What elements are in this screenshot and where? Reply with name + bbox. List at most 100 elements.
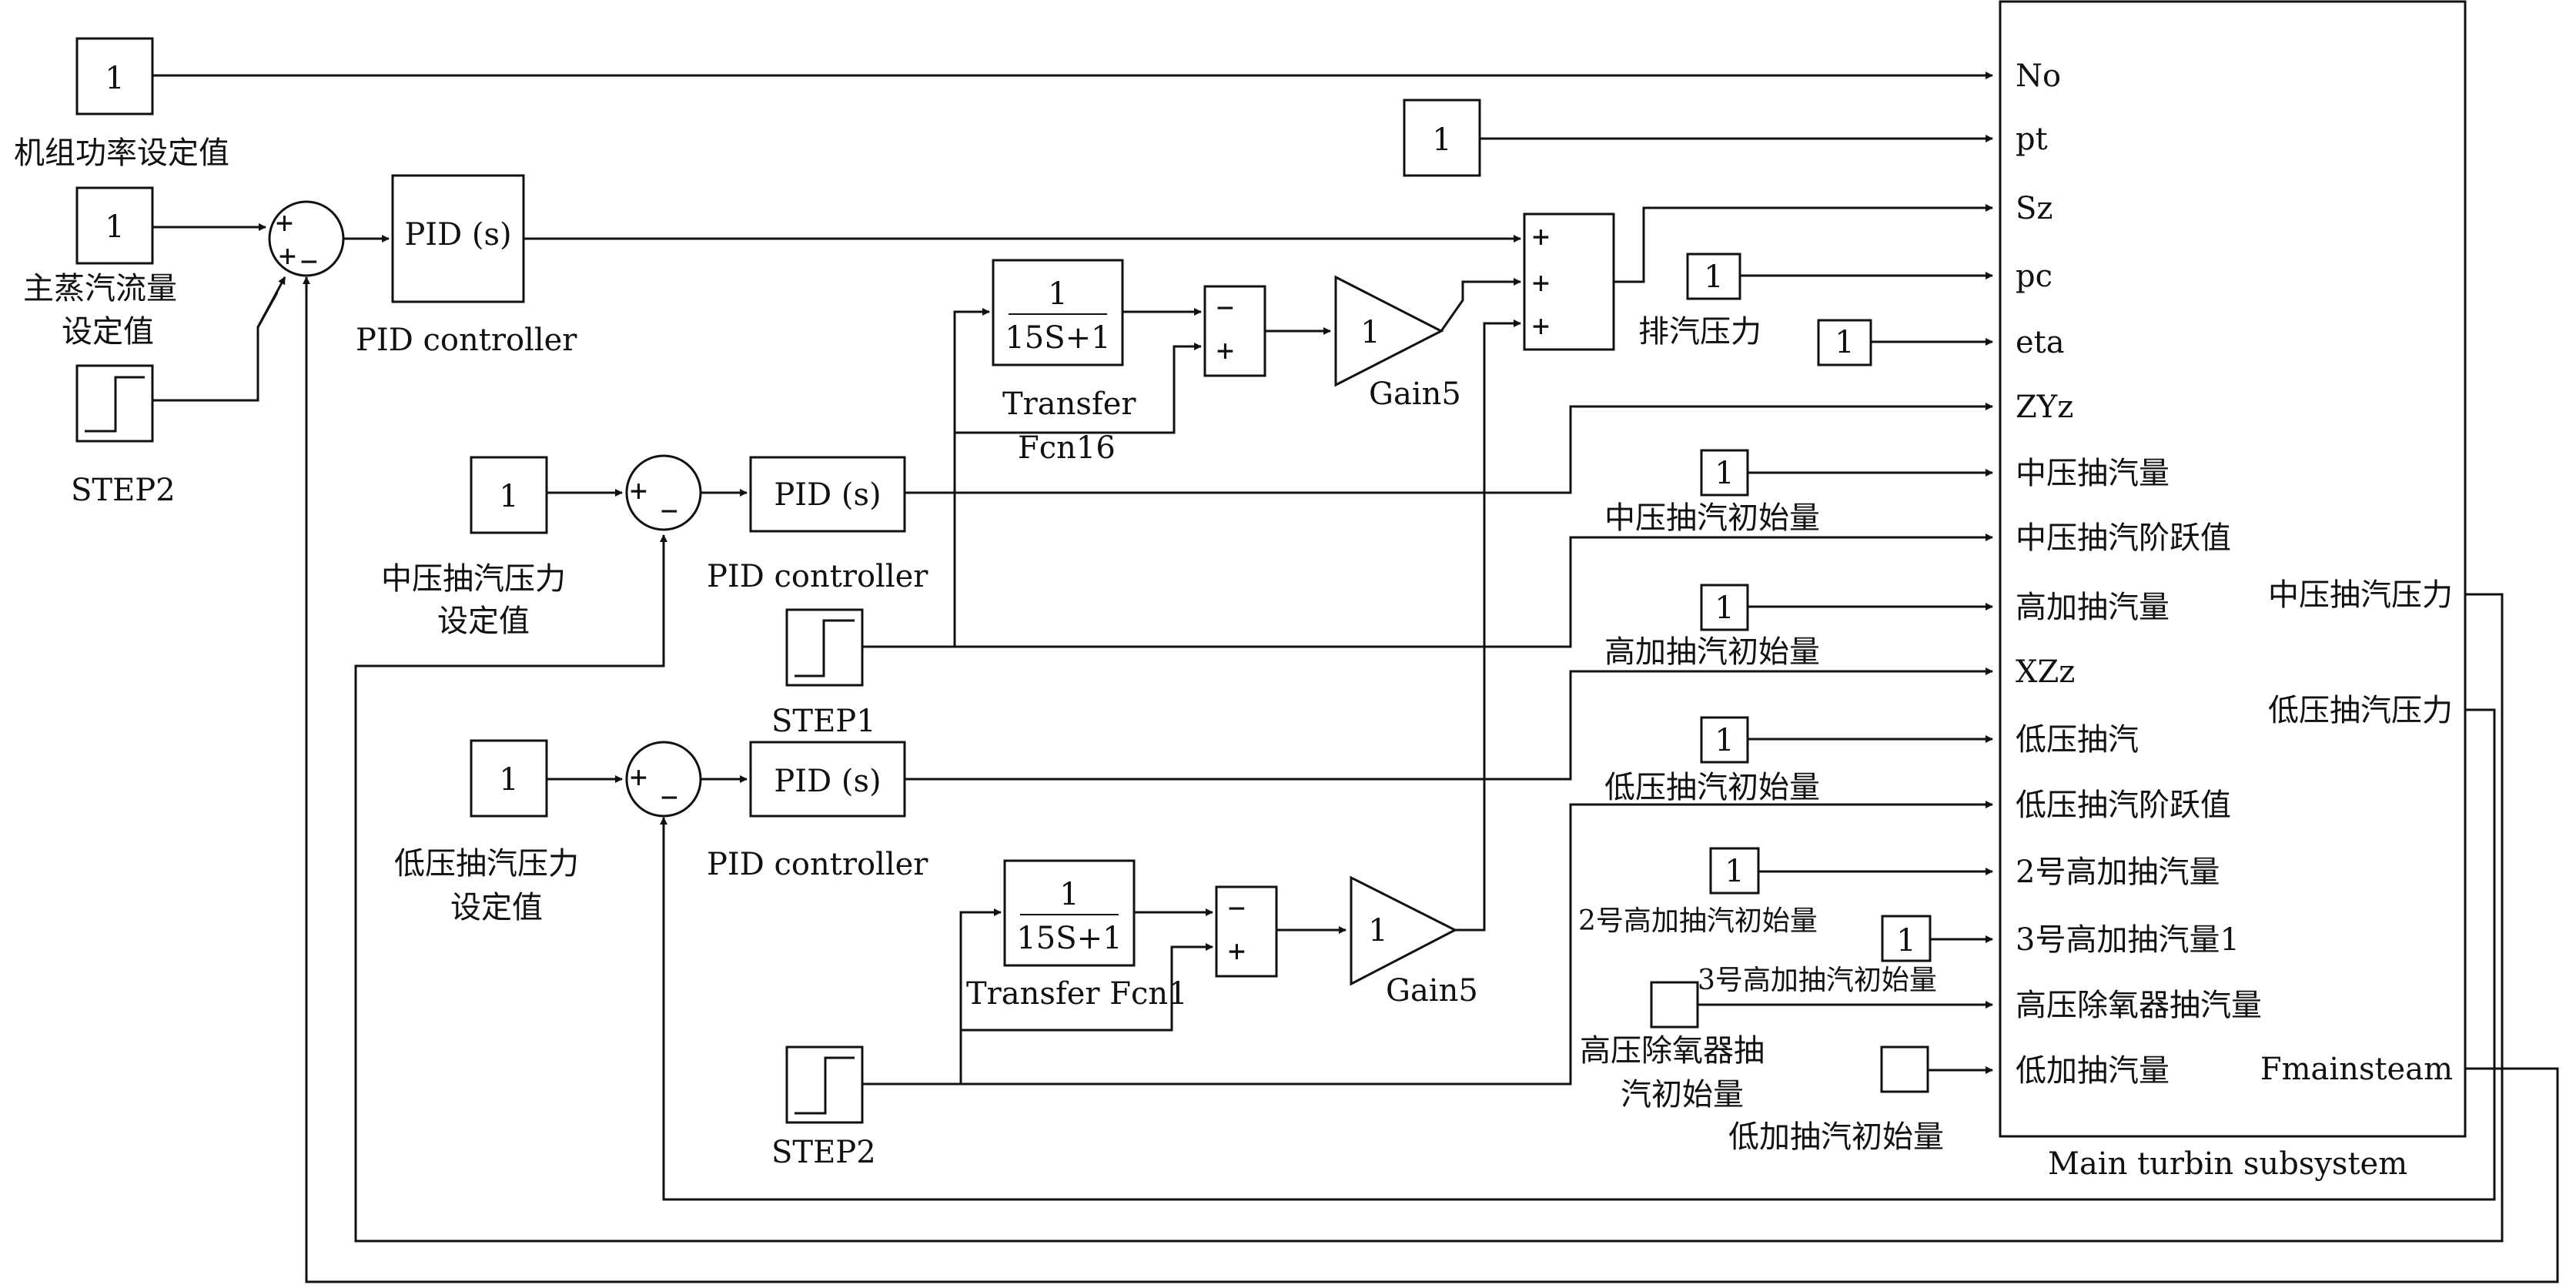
transfer-fcn16[interactable]: 1 15S+1 — [992, 259, 1124, 366]
lp-heater-extraction-initial-label: 低加抽汽初始量 — [1728, 1119, 1944, 1155]
svg-text:+: + — [1228, 934, 1246, 968]
svg-text:1: 1 — [1896, 923, 1915, 958]
svg-text:15S+1: 15S+1 — [1005, 320, 1110, 356]
pid-controller-top[interactable]: PID (s) — [391, 174, 525, 303]
step2-top-block[interactable] — [75, 364, 154, 443]
constant-no2-hp-heater-extraction[interactable]: 1 — [1709, 847, 1760, 895]
svg-text:−: − — [300, 244, 318, 278]
subsystem-output-port-1: 低压抽汽压力 — [2268, 693, 2453, 728]
pid-controller-top-label: PID controller — [356, 323, 577, 358]
subsystem-output-port-0: 中压抽汽压力 — [2268, 577, 2453, 613]
constant-no[interactable]: 1 — [75, 37, 154, 115]
hp-deaerator-extraction-initial-label-line2: 汽初始量 — [1621, 1077, 1744, 1112]
svg-text:15S+1: 15S+1 — [1016, 921, 1122, 956]
ip-extraction-initial-label: 中压抽汽初始量 — [1604, 500, 1820, 536]
constant-hp-deaerator-extraction[interactable] — [1650, 981, 1699, 1029]
constant-no3-hp-heater-extraction[interactable]: 1 — [1881, 915, 1932, 962]
svg-text:1: 1 — [1360, 315, 1380, 350]
no2-hp-heater-extraction-initial-label: 2号高加抽汽初始量 — [1578, 905, 1818, 937]
svg-text:1: 1 — [1368, 913, 1387, 948]
constant-lp-extraction[interactable]: 1 — [1700, 716, 1749, 764]
svg-text:1: 1 — [1059, 877, 1079, 912]
sum-lp[interactable]: + − — [625, 741, 702, 818]
step1-label: STEP1 — [771, 704, 876, 739]
signal-lp-pressure-feedback — [660, 708, 2496, 1201]
constant-pc[interactable]: 1 — [1686, 253, 1741, 300]
pid-controller-lp-label: PID controller — [707, 847, 928, 882]
unit-power-setpoint-label: 机组功率设定值 — [14, 135, 229, 171]
svg-text:PID (s): PID (s) — [404, 217, 511, 253]
subsystem-input-port-13: 3号高加抽汽量1 — [2016, 922, 2240, 958]
lp-pressure-setpoint-label-line1: 低压抽汽压力 — [394, 846, 579, 882]
svg-text:+: + — [1216, 333, 1234, 367]
svg-text:−: − — [1216, 290, 1234, 324]
constant-lp-heater-extraction[interactable] — [1880, 1045, 1929, 1093]
sum-lower-diff[interactable]: − + — [1215, 885, 1278, 978]
constant-lp-pressure-setpoint[interactable]: 1 — [470, 739, 548, 818]
subsystem-input-port-8: 高加抽汽量 — [2016, 590, 2170, 625]
lp-pressure-setpoint-label-line2: 设定值 — [450, 890, 543, 925]
signal-lp-pid-to-xzz — [905, 667, 1993, 781]
transfer-fcn16-label-line1: Transfer — [1002, 386, 1136, 422]
subsystem-name: Main turbin subsystem — [2048, 1146, 2407, 1182]
main-turbine-subsystem[interactable]: NoptSzpcetaZYz中压抽汽量中压抽汽阶跃值高加抽汽量XZz低压抽汽低压… — [1999, 0, 2467, 1138]
pid-controller-ip[interactable]: PID (s) — [749, 456, 906, 533]
subsystem-input-port-7: 中压抽汽阶跃值 — [2016, 520, 2231, 556]
signal-step-to-sum — [152, 292, 279, 402]
main-steam-setpoint-label-line2: 设定值 — [62, 314, 154, 350]
subsystem-input-port-11: 低压抽汽阶跃值 — [2016, 788, 2231, 823]
svg-text:1: 1 — [499, 479, 518, 514]
constant-pt[interactable]: 1 — [1403, 99, 1481, 177]
constant-ip-extraction[interactable]: 1 — [1700, 449, 1749, 497]
hp-heater-extraction-initial-label: 高加抽汽初始量 — [1604, 634, 1820, 670]
step2-top-label: STEP2 — [71, 473, 176, 508]
subsystem-output-port-2: Fmainsteam — [2260, 1052, 2453, 1087]
svg-text:PID (s): PID (s) — [774, 477, 881, 513]
transfer-fcn1[interactable]: 1 15S+1 — [1003, 859, 1136, 967]
subsystem-input-port-5: ZYz — [2016, 390, 2073, 425]
subsystem-input-port-6: 中压抽汽量 — [2016, 456, 2170, 491]
svg-text:1: 1 — [499, 762, 518, 798]
constant-ip-pressure-setpoint[interactable]: 1 — [470, 456, 548, 534]
constant-hp-heater-extraction[interactable]: 1 — [1700, 584, 1749, 631]
transfer-fcn16-label-line2: Fcn16 — [1018, 430, 1116, 466]
step1-block[interactable] — [785, 608, 864, 687]
svg-text:1: 1 — [1048, 276, 1067, 312]
signal-ip-pressure-feedback — [354, 534, 2504, 1243]
svg-text:−: − — [661, 780, 678, 814]
sum-three[interactable]: + + + — [1523, 212, 1615, 351]
svg-text:+: + — [1532, 266, 1550, 299]
subsystem-input-port-14: 高压除氧器抽汽量 — [2016, 988, 2262, 1023]
svg-text:+: + — [630, 760, 647, 794]
hp-deaerator-extraction-initial-label-line1: 高压除氧器抽 — [1580, 1033, 1765, 1069]
gain5-lower[interactable]: 1 — [1350, 875, 1458, 986]
main-steam-setpoint-label-line1: 主蒸汽流量 — [23, 271, 177, 306]
gain5-lower-label: Gain5 — [1386, 973, 1478, 1009]
subsystem-input-port-4: eta — [2016, 325, 2065, 360]
svg-text:−: − — [661, 493, 678, 527]
signal-gain5-lower-to-sum3 — [1455, 319, 1521, 932]
constant-main-steam-setpoint[interactable]: 1 — [75, 186, 154, 265]
subsystem-input-port-3: pc — [2016, 259, 2052, 294]
sum-upper-diff[interactable]: − + — [1203, 285, 1266, 377]
svg-text:1: 1 — [1835, 325, 1854, 360]
constant-eta[interactable]: 1 — [1817, 319, 1872, 366]
gain5-upper-label: Gain5 — [1369, 376, 1461, 412]
step2-lower-block[interactable] — [785, 1045, 864, 1124]
subsystem-input-port-1: pt — [2016, 122, 2048, 157]
pid-controller-lp[interactable]: PID (s) — [749, 741, 906, 818]
transfer-fcn1-label: Transfer Fcn1 — [966, 976, 1188, 1012]
sum-top[interactable]: + + − — [268, 200, 345, 278]
gain5-upper[interactable]: 1 — [1334, 275, 1444, 387]
signal-step2-to-subsystem — [961, 801, 1993, 1086]
step2-lower-label: STEP2 — [771, 1135, 876, 1170]
subsystem-input-port-0: No — [2016, 59, 2061, 94]
signal-fmainsteam-feedback — [303, 276, 2559, 1283]
sum-ip[interactable]: + − — [625, 454, 702, 531]
subsystem-input-port-15: 低加抽汽量 — [2016, 1053, 2170, 1089]
pid-controller-ip-label: PID controller — [707, 559, 928, 594]
svg-text:1: 1 — [105, 209, 124, 245]
svg-text:1: 1 — [1432, 122, 1451, 158]
lp-extraction-initial-label: 低压抽汽初始量 — [1604, 770, 1820, 805]
